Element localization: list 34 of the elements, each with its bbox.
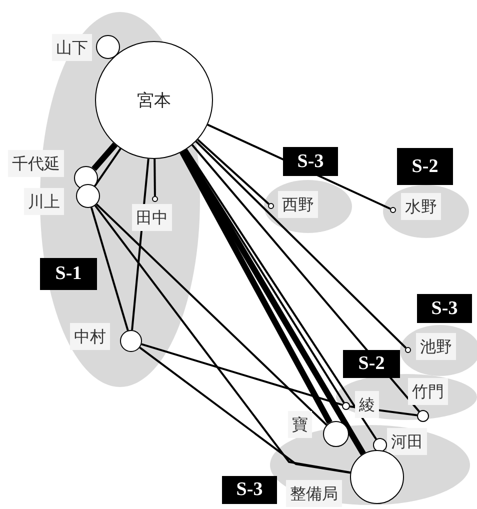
name-label: 川上 [24,188,64,216]
name-label: 山下 [52,34,92,62]
name-label: 河田 [387,428,427,456]
connection-line [180,150,332,424]
connection-line [92,142,118,171]
connection-line [141,343,342,406]
name-label: 田中 [132,204,172,232]
connection-line [139,346,350,474]
name-label: 整備局 [286,480,342,508]
group-label: S-3 [222,476,277,504]
connection-line [197,138,270,205]
name-label: 綾 [355,391,379,418]
connection-line [191,144,420,412]
group-label: S-1 [40,258,97,290]
connection-line [195,140,407,349]
group-label: S-2 [397,148,453,185]
name-label: 西野 [278,191,318,218]
person-circle [342,402,350,410]
group-label: S-2 [343,350,400,378]
name-label: 寶 [288,411,312,438]
name-label: 池野 [416,333,456,360]
connection-line [94,148,122,187]
group-label: S-3 [417,294,472,323]
person-circle [417,410,429,422]
connection-line [90,207,129,331]
group-label: S-3 [283,147,338,176]
name-label: 中村 [70,323,110,350]
connection-line [96,204,328,426]
name-label: 竹門 [408,378,448,406]
name-label: 宮本 [137,90,171,112]
name-label: 水野 [401,193,441,220]
connection-line [94,204,351,474]
connection-line [154,158,156,196]
name-label: 千代延 [8,150,64,178]
